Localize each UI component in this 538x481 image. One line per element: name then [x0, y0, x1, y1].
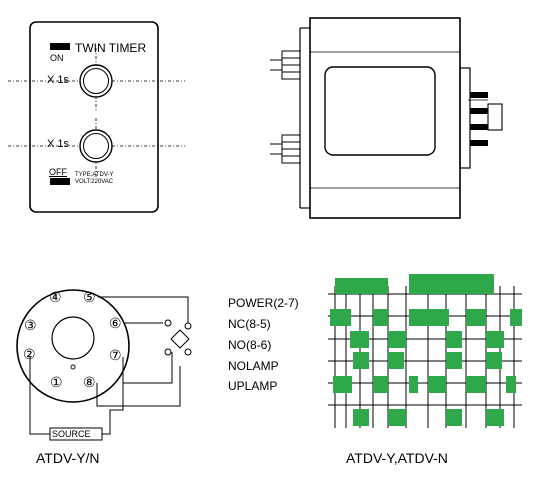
nolamp-bar-1 — [353, 352, 369, 369]
bottom-bar-2 — [388, 409, 406, 426]
nc-bar-3 — [409, 309, 449, 326]
panel-outline — [29, 21, 159, 213]
off-indicator — [50, 178, 70, 185]
bottom-bar-4 — [486, 409, 504, 426]
nolamp-bar-3 — [446, 352, 462, 369]
pin-8: ⑧ — [83, 374, 96, 390]
row-label-no: NO(8-6) — [228, 338, 272, 352]
no-bar-3 — [446, 331, 462, 348]
knob-top-inner — [83, 68, 109, 94]
on-indicator — [50, 43, 70, 50]
uplamp-bar-1 — [333, 376, 352, 393]
left-clip-top — [270, 50, 301, 80]
pin-5: ⑤ — [83, 289, 96, 305]
power-on-1 — [335, 278, 388, 294]
no-bar-4 — [486, 331, 504, 348]
pin-3: ③ — [24, 317, 37, 333]
key-tab — [487, 103, 503, 131]
off-label: OFF — [49, 167, 67, 177]
uplamp-bar-5 — [466, 376, 486, 393]
side-view — [270, 17, 503, 219]
chart-bars — [330, 274, 522, 426]
uplamp-bar-3 — [409, 376, 418, 393]
on-label: ON — [50, 53, 64, 63]
uplamp-bar-6 — [506, 376, 516, 393]
source-box — [49, 427, 103, 441]
wire-pin7 — [122, 357, 173, 384]
socket-center — [51, 316, 95, 360]
knob-top-outer — [79, 64, 113, 98]
socket-outline — [16, 289, 130, 403]
panel-title: TWIN TIMER — [75, 41, 147, 55]
pin-6: ⑥ — [109, 315, 122, 331]
wire-pin2 — [29, 357, 50, 435]
source-label: SOURCE — [52, 429, 91, 439]
no-bar-1 — [350, 331, 369, 348]
base-pins — [459, 67, 503, 169]
wire-pin5 — [98, 296, 189, 324]
bottom-bar-1 — [353, 409, 369, 426]
knob-bottom-inner — [83, 133, 109, 159]
row-label-power: POWER(2-7) — [228, 296, 299, 310]
pin-2: ② — [23, 346, 36, 362]
nc-bar-2 — [373, 309, 388, 326]
left-clip-bottom — [270, 134, 301, 164]
volt-label: VOLT:220VAC — [75, 179, 114, 185]
front-panel — [8, 21, 185, 213]
pin-1: ① — [50, 374, 63, 390]
no-bar-2 — [388, 331, 406, 348]
timing-chart — [328, 274, 522, 428]
relay-contacts — [164, 319, 192, 361]
nc-bar-5 — [510, 309, 522, 326]
nolamp-bar-4 — [486, 352, 502, 369]
chart-caption: ATDV-Y,ATDV-N — [346, 450, 448, 466]
pin-4: ④ — [49, 289, 62, 305]
row-label-nc: NC(8-5) — [228, 317, 271, 331]
wire-pin7-source — [102, 383, 124, 435]
nc-bar-4 — [466, 309, 486, 326]
nolamp-bar-2 — [388, 352, 404, 369]
row-label-nolamp: NOLAMP — [228, 359, 279, 373]
knob-top-label: X 1s — [47, 74, 70, 86]
uplamp-bar-2 — [373, 376, 388, 393]
side-window — [324, 66, 436, 156]
pin-7: ⑦ — [109, 347, 122, 363]
knob-bottom-outer — [79, 129, 113, 163]
row-label-uplamp: UPLAMP — [228, 379, 278, 393]
wire-pin8 — [96, 366, 181, 407]
socket-wiring — [16, 289, 192, 441]
type-label: TYPE:ATDV-Y — [75, 172, 114, 178]
bottom-bar-3 — [446, 409, 462, 426]
power-on-2 — [409, 274, 494, 294]
knob-bottom-label: X 1s — [47, 138, 70, 150]
nc-bar-1 — [330, 309, 351, 326]
socket-caption: ATDV-Y/N — [36, 450, 100, 466]
uplamp-bar-4 — [428, 376, 446, 393]
